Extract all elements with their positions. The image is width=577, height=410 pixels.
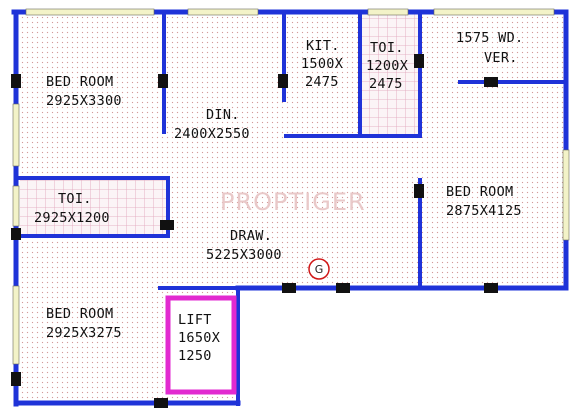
- verandah-name-line2: VER.: [484, 50, 518, 66]
- window-ver-top: [433, 8, 555, 16]
- bed-room-2-size: 2875X4125: [446, 203, 522, 219]
- toilet-1-tiles: [362, 14, 418, 136]
- door-jamb: [484, 283, 498, 293]
- door-jamb: [414, 184, 424, 198]
- dining-name: DIN.: [206, 107, 240, 123]
- lift-name: LIFT: [178, 312, 212, 328]
- drawing-name: DRAW.: [230, 228, 272, 244]
- door-jamb: [154, 398, 168, 408]
- verandah-name: 1575 WD.: [456, 30, 523, 46]
- gate-marker-label: G: [315, 263, 324, 276]
- toilet-1-name: TOI.: [370, 40, 404, 56]
- bed-room-3-size: 2925X3275: [46, 325, 122, 341]
- window-bed2-right: [562, 149, 570, 241]
- door-jamb: [278, 74, 288, 88]
- window-din-top: [187, 8, 259, 16]
- bed-room-2-name: BED ROOM: [446, 184, 513, 200]
- dining-size: 2400X2550: [174, 126, 250, 142]
- door-jamb: [158, 74, 168, 88]
- door-jamb: [11, 74, 21, 88]
- door-jamb: [336, 283, 350, 293]
- floor-fill: [14, 10, 566, 404]
- window-bed3-left: [12, 285, 20, 365]
- bed-room-1-size: 2925X3300: [46, 93, 122, 109]
- window-bed1-top: [25, 8, 155, 16]
- toilet-2-tiles: [20, 180, 168, 234]
- toilet-2-size: 2925X1200: [34, 210, 110, 226]
- window-toi2-left: [12, 185, 20, 227]
- window-toi1-top: [367, 8, 409, 16]
- lift-wall: [165, 295, 237, 395]
- door-jamb: [282, 283, 296, 293]
- entrance-gate: G: [308, 258, 330, 280]
- bed-room-3-name: BED ROOM: [46, 306, 113, 322]
- lift-size-line1: 1650X: [178, 330, 220, 346]
- door-jamb: [484, 77, 498, 87]
- floor-area: [14, 10, 566, 404]
- toilet-2-name: TOI.: [58, 191, 92, 207]
- toilet-1-size-line2: 2475: [369, 76, 403, 92]
- toilet-1-size-line1: 1200X: [366, 58, 408, 74]
- drawing-size: 5225X3000: [206, 247, 282, 263]
- door-jamb: [11, 372, 21, 386]
- door-jamb: [160, 220, 174, 230]
- window-bed1-left: [12, 103, 20, 167]
- watermark: PROPTIGER: [220, 188, 366, 216]
- windows: [12, 8, 570, 365]
- lift-shaft: [168, 298, 234, 392]
- bed-room-1-name: BED ROOM: [46, 74, 113, 90]
- kitchen-name: KIT.: [306, 38, 340, 54]
- door-jamb: [11, 228, 21, 240]
- gate-circle-icon: [308, 258, 330, 280]
- kitchen-size-line1: 1500X: [301, 56, 343, 72]
- door-jamb: [414, 54, 424, 68]
- kitchen-size-line2: 2475: [305, 74, 339, 90]
- lift-size-line2: 1250: [178, 348, 212, 364]
- room-labels: BED ROOM 2925X3300 DIN. 2400X2550 KIT. 1…: [34, 30, 523, 364]
- door-jambs: [11, 54, 498, 408]
